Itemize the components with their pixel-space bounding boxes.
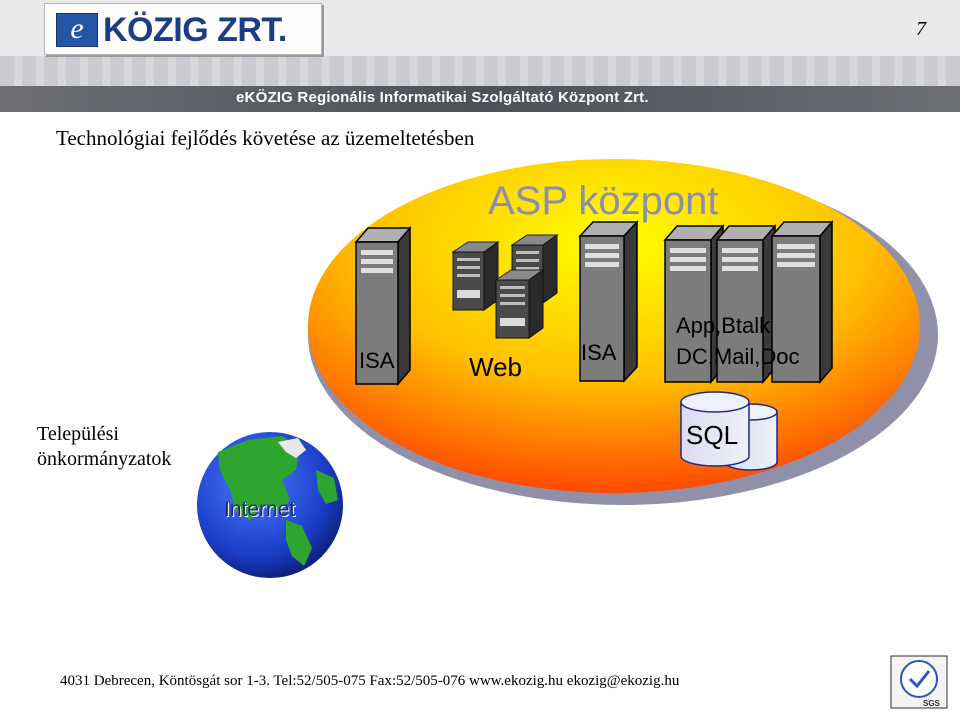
slide-title: Technológiai fejlődés követése az üzemel… (56, 126, 475, 150)
server-tower-isa-2 (578, 220, 639, 383)
asp-title: ASP központ (488, 179, 719, 223)
internet-label: Internet (224, 498, 296, 521)
municipalities-label: Települési önkormányzatok (37, 423, 172, 470)
server-label-dc: DC,Mail,Doc (676, 344, 799, 369)
header-stripes (0, 56, 960, 86)
header-band (0, 86, 960, 112)
globe-icon (197, 432, 343, 578)
server-tower-group (663, 219, 834, 385)
company-logo: e KÖZIG ZRT. (44, 3, 322, 55)
server-label-isa-2: ISA (581, 340, 617, 365)
footer-contact: 4031 Debrecen, Köntösgát sor 1-3. Tel:52… (60, 673, 680, 689)
server-label-web: Web (469, 352, 522, 382)
logo-text: KÖZIG ZRT. (103, 11, 287, 49)
header-band-text: eKÖZIG Regionális Informatikai Szolgálta… (236, 89, 649, 106)
web-servers-icon (451, 234, 559, 339)
page-number: 7 (916, 18, 926, 40)
sgs-badge-text: SGS (923, 699, 941, 708)
sgs-certification-badge: SGS (890, 655, 948, 709)
server-label-app: App,Btalk (676, 313, 771, 338)
database-icon (680, 391, 778, 471)
database-label: SQL (686, 420, 738, 450)
logo-e-mark: e (56, 13, 98, 47)
server-label-isa-1: ISA (359, 348, 395, 373)
server-tower-isa-1 (354, 225, 412, 387)
